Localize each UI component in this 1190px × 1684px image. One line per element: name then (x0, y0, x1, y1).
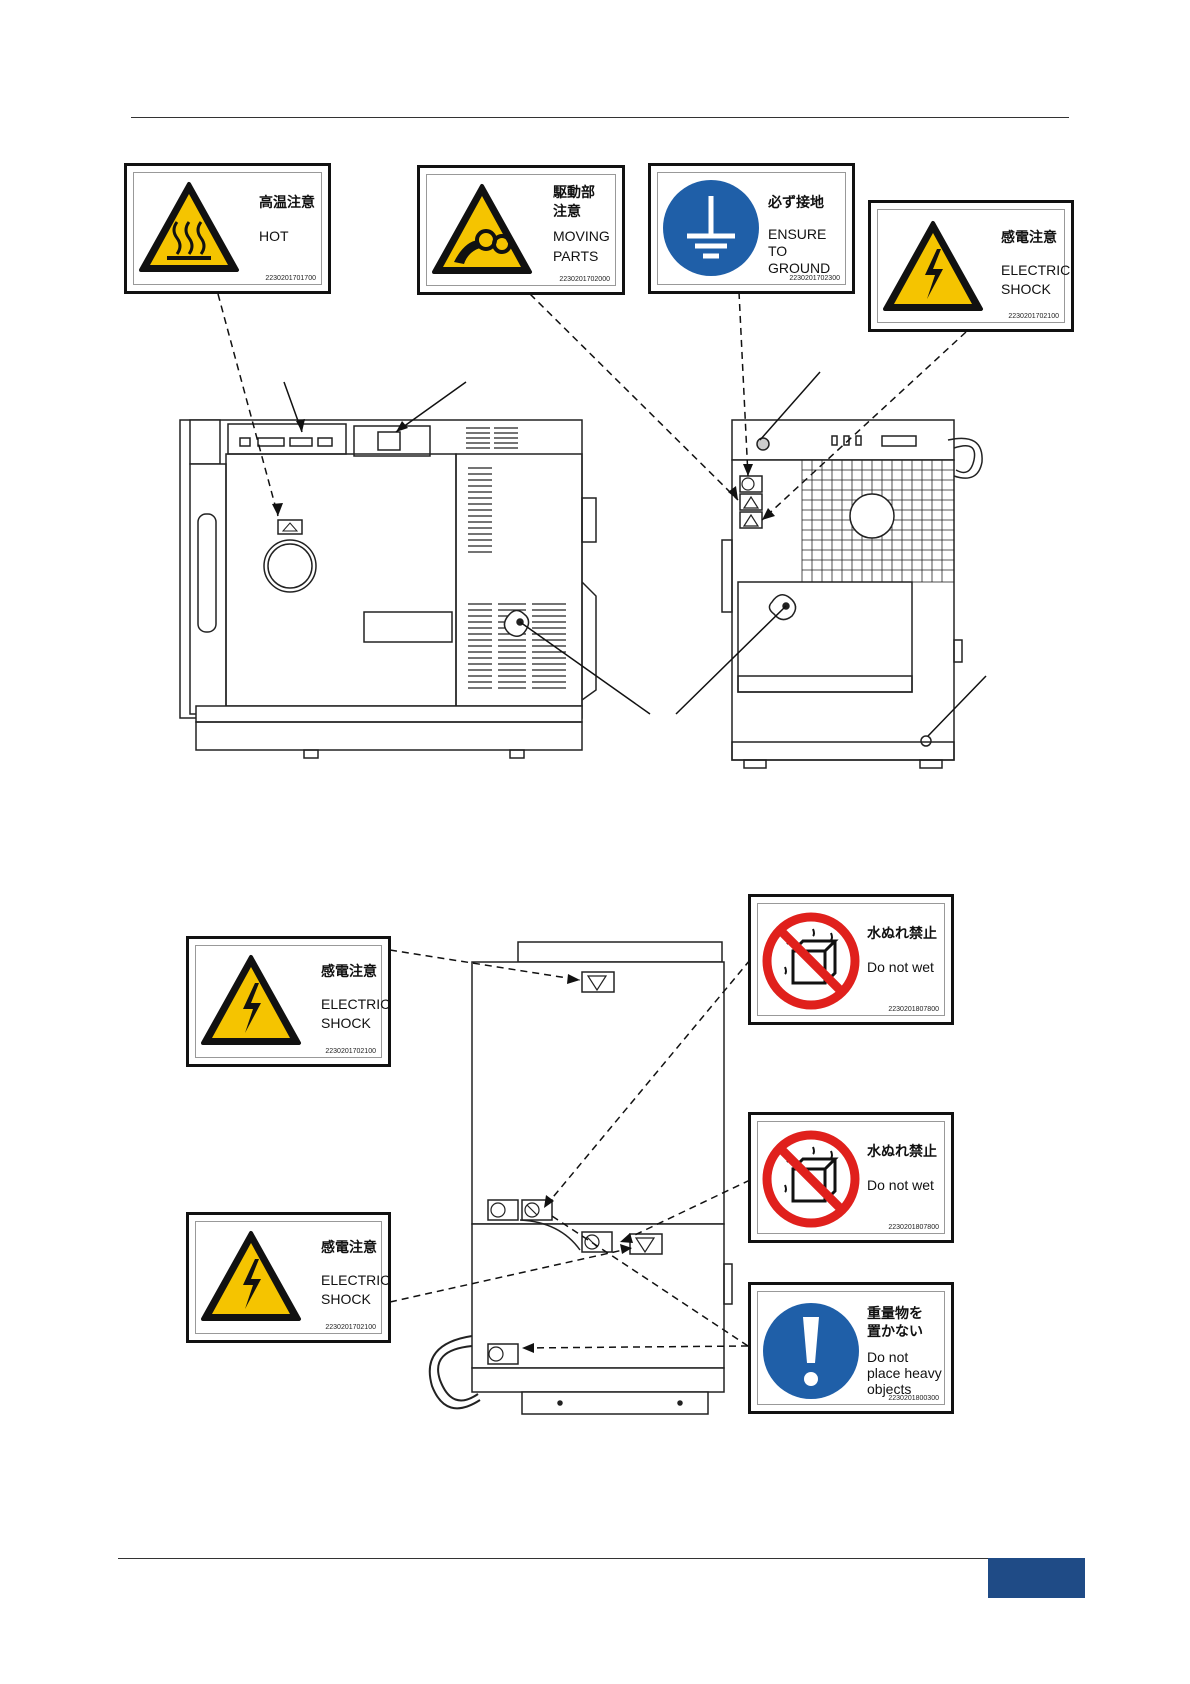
moving-parts-icon (432, 184, 532, 274)
no-water-icon (762, 1130, 860, 1228)
moving-parts-warning-label: 駆動部 注意 MOVING PARTS 2230201702000 (417, 165, 625, 295)
electric-shock-icon (201, 1231, 301, 1321)
leader-arrowheads (272, 419, 775, 1353)
electric-shock-left-2-label-code: 2230201702100 (325, 1324, 376, 1331)
no-water-icon (762, 912, 860, 1010)
ground-mandatory-label: 必ず接地 ENSURE TO GROUND 2230201702300 (648, 163, 855, 294)
do-not-wet-1-label-code: 2230201807800 (888, 1006, 939, 1013)
do-not-wet-2-label-code: 2230201807800 (888, 1224, 939, 1231)
do-not-wet-1-label-japanese: 水ぬれ禁止 (867, 926, 937, 942)
electric-shock-left-1-label-japanese: 感電注意 (321, 964, 377, 980)
moving-parts-label-code: 2230201702000 (559, 276, 610, 283)
moving-parts-label-japanese-1: 駆動部 (553, 185, 595, 201)
do-not-wet-2-label-english: Do not wet (867, 1177, 934, 1193)
top-view-drawing (428, 941, 733, 1415)
no-heavy-objects-label-english: Do not place heavy objects (867, 1349, 942, 1397)
do-not-wet-1-label-english: Do not wet (867, 959, 934, 975)
hot-label-japanese: 高温注意 (259, 195, 315, 211)
leader-lines (217, 291, 987, 1349)
front-view-drawing (721, 419, 983, 769)
page-number-tab (988, 1558, 1085, 1598)
moving-parts-label-english: MOVING PARTS (553, 228, 610, 264)
hot-surface-icon (139, 182, 239, 272)
electric-shock-top-label-english: ELECTRIC SHOCK (1001, 262, 1071, 297)
electric-shock-warning-label-left-2: 感電注意 ELECTRIC SHOCK 2230201702100 (186, 1212, 391, 1343)
ground-label-japanese: 必ず接地 (768, 195, 824, 211)
hot-warning-label: 高温注意 HOT 2230201701700 (124, 163, 331, 294)
electric-shock-warning-label-left-1: 感電注意 ELECTRIC SHOCK 2230201702100 (186, 936, 391, 1067)
no-heavy-objects-label-japanese-1: 重量物を (867, 1306, 923, 1322)
electric-shock-left-1-label-code: 2230201702100 (325, 1048, 376, 1055)
electric-shock-top-label-code: 2230201702100 (1008, 313, 1059, 320)
no-heavy-objects-label: 重量物を 置かない Do not place heavy objects 223… (748, 1282, 954, 1414)
electric-shock-left-2-label-japanese: 感電注意 (321, 1240, 377, 1256)
ground-label-english: ENSURE TO GROUND (768, 226, 831, 276)
hot-label-code: 2230201701700 (265, 275, 316, 282)
electric-shock-icon (883, 221, 983, 311)
do-not-wet-label-1: 水ぬれ禁止 Do not wet 2230201807800 (748, 894, 954, 1025)
hot-label-english: HOT (259, 228, 289, 244)
do-not-wet-2-label-japanese: 水ぬれ禁止 (867, 1144, 937, 1160)
electric-shock-left-2-label-english: ELECTRIC SHOCK (321, 1272, 391, 1307)
ground-label-code: 2230201702300 (789, 275, 840, 282)
electric-shock-warning-label-top: 感電注意 ELECTRIC SHOCK 2230201702100 (868, 200, 1074, 332)
ground-icon (663, 180, 759, 276)
footer-rule (118, 1558, 988, 1559)
electric-shock-icon (201, 955, 301, 1045)
electric-shock-top-label-japanese: 感電注意 (1001, 230, 1057, 246)
side-view-drawing (179, 419, 597, 759)
no-heavy-objects-icon (763, 1303, 859, 1399)
electric-shock-left-1-label-english: ELECTRIC SHOCK (321, 996, 391, 1031)
no-heavy-objects-label-japanese-2: 置かない (867, 1324, 923, 1340)
do-not-wet-label-2: 水ぬれ禁止 Do not wet 2230201807800 (748, 1112, 954, 1243)
header-rule (131, 117, 1069, 118)
moving-parts-label-japanese-2: 注意 (553, 204, 581, 220)
no-heavy-objects-label-code: 2230201800300 (888, 1395, 939, 1402)
